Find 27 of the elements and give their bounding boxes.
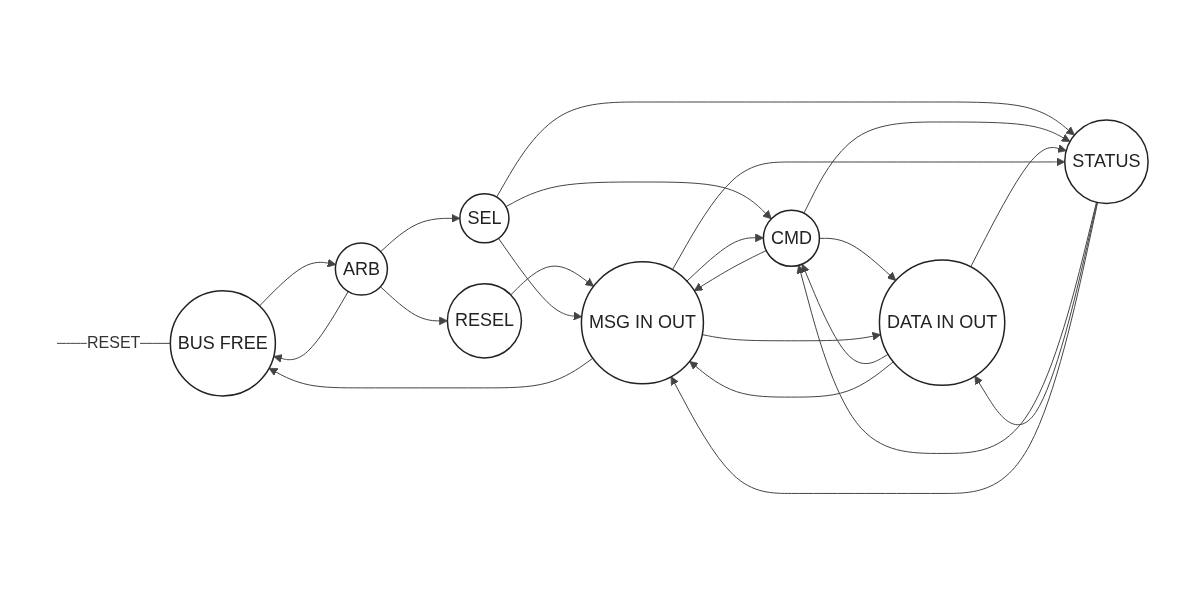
node-circle: ARB (334, 242, 389, 297)
arrow (379, 286, 448, 326)
edge-label: RESET (86, 334, 141, 352)
arrow (686, 233, 764, 282)
arrow (268, 358, 594, 389)
node-circle: BUS FREE (169, 290, 277, 397)
node-circle: CMD (762, 209, 821, 268)
arrow (801, 264, 889, 365)
arrow (970, 144, 1067, 268)
arrow (510, 265, 594, 296)
arrow (273, 291, 349, 363)
arrow (689, 361, 894, 398)
node-circle: STATUS (1063, 119, 1149, 205)
arrow (670, 202, 1099, 495)
node-circle: MSG IN OUT (580, 261, 705, 385)
arrow (803, 121, 1071, 215)
arrow (496, 101, 1075, 198)
node-circle: DATA IN OUT (878, 259, 1006, 387)
arrow (380, 214, 461, 253)
arrow (974, 202, 1098, 426)
arrow (497, 238, 583, 321)
arrow (505, 181, 772, 220)
node-circle: RESEL (446, 283, 523, 359)
node-circle: SEL (459, 193, 510, 244)
arrow (796, 202, 1097, 455)
arrow (259, 259, 337, 307)
arrow (693, 250, 767, 292)
